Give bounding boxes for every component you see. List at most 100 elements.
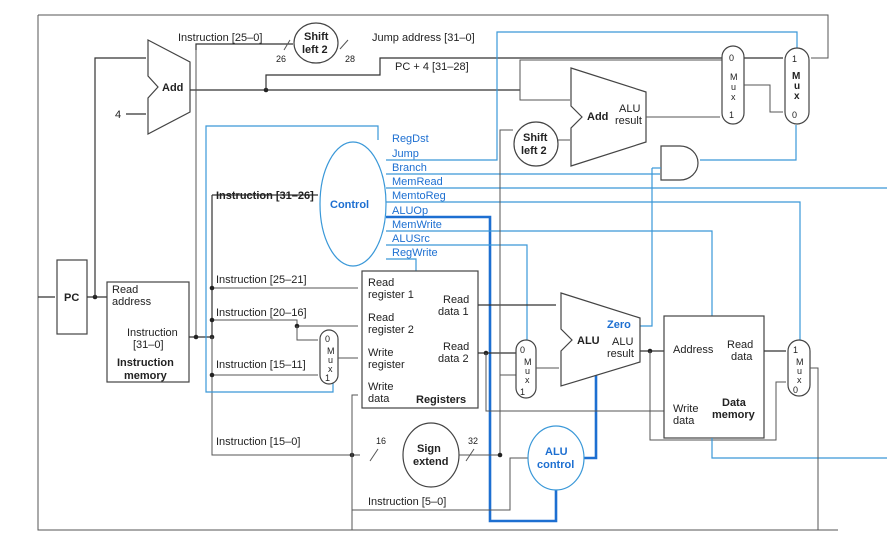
regwrite-signal-wire [386, 258, 417, 271]
instruction-memory [106, 281, 190, 383]
jmux-0: 0 [792, 110, 797, 120]
imem-title-l2: memory [124, 370, 168, 382]
jump-feedback-wire [38, 14, 829, 59]
jmux-l2: u [794, 81, 800, 92]
amux-l3: x [525, 375, 530, 385]
dmem-write-l1: Write [673, 403, 698, 415]
mmux-1: 1 [793, 345, 798, 355]
sig-memtoreg: MemtoReg [392, 190, 446, 202]
junction [209, 285, 215, 291]
sig-regwrite: RegWrite [392, 247, 438, 259]
alu-res-l2: result [607, 348, 634, 360]
junction [209, 372, 215, 378]
mmux-l1: M [796, 357, 804, 367]
mux-l2: u [328, 355, 333, 365]
alu-control-out-wire [584, 375, 598, 460]
pc4-label: PC + 4 [31–28] [395, 61, 469, 73]
rf-title: Registers [416, 394, 466, 406]
sign-in: 16 [376, 436, 386, 446]
sign-out: 32 [468, 436, 478, 446]
imem-read-l1: Read [112, 284, 138, 296]
shift-left-2-top [293, 22, 339, 64]
rf-wd-l1: Write [368, 381, 393, 393]
alu-label: ALU [577, 335, 600, 347]
sig-regdst: RegDst [392, 133, 429, 145]
sig-alusrc: ALUSrc [392, 233, 430, 245]
memwrite-signal-wire [386, 230, 713, 316]
regdst-signal-wire [205, 125, 379, 393]
shift-top-l2: left 2 [302, 44, 328, 56]
bmux-l3: x [731, 92, 736, 102]
shift-left-2-mid [513, 121, 559, 167]
bmux-l2: u [731, 82, 736, 92]
sign-out-wire [459, 374, 516, 456]
instr-15-0-label: Instruction [15–0] [216, 436, 300, 448]
shift-mid-l2: left 2 [521, 145, 547, 157]
data-memory [663, 315, 765, 439]
control-unit [319, 141, 387, 267]
instr-25-21-label: Instruction [25–21] [216, 274, 307, 286]
rt-to-mux-wire [296, 326, 318, 341]
dmem-title-l2: memory [712, 409, 756, 421]
shift-top-in: 26 [276, 54, 286, 64]
instr-20-16-wire [212, 319, 358, 327]
rf-rd2-l2: data 2 [438, 353, 469, 365]
rf-rd1-l2: data 1 [438, 306, 469, 318]
mux-1: 1 [325, 373, 330, 383]
amux-1: 1 [520, 387, 525, 397]
alusrc-mux [515, 339, 537, 399]
alu-result-bypass-wire [649, 351, 786, 441]
pc-register [56, 259, 88, 335]
bus-tick [339, 39, 349, 50]
rf-wr-l2: register [368, 359, 405, 371]
jump-signal-wire [386, 31, 798, 161]
amux-l1: M [524, 357, 532, 367]
memwrite-out-wire [711, 438, 887, 459]
alu-zero-label: Zero [607, 319, 631, 331]
sig-memwrite: MemWrite [392, 219, 442, 231]
rf-wd-l2: data [368, 393, 390, 405]
amux-l2: u [525, 366, 530, 376]
dmem-read-l2: data [731, 351, 753, 363]
outer-frame-wire [37, 15, 838, 531]
dmem-write-l2: data [673, 415, 695, 427]
aluop-signal-wire [386, 215, 558, 523]
mux-l1: M [327, 346, 335, 356]
pc-adder-label: Add [162, 82, 183, 94]
control-label: Control [330, 199, 369, 211]
instr-25-0-label: Instruction [25–0] [178, 32, 262, 44]
junction [209, 317, 215, 323]
sig-aluop: ALUOp [392, 205, 428, 217]
jmux-1: 1 [792, 54, 797, 64]
branch-adder [570, 67, 647, 167]
sig-memread: MemRead [392, 176, 443, 188]
branch-add-res-l2: result [615, 115, 642, 127]
sign-l2: extend [413, 456, 448, 468]
imem-instr-l1: Instruction [127, 327, 178, 339]
alu-res-l1: ALU [612, 336, 633, 348]
mmux-0: 0 [793, 385, 798, 395]
bmux-1: 1 [729, 110, 734, 120]
rf-wr-l1: Write [368, 347, 393, 359]
zero-wire [636, 168, 653, 327]
register-file [361, 270, 479, 409]
sig-branch: Branch [392, 162, 427, 174]
shift-top-out: 28 [345, 54, 355, 64]
branch-add-label: Add [587, 111, 608, 123]
alu-control [527, 425, 585, 491]
sig-jump: Jump [392, 148, 419, 160]
pc4-to-mux-wire [519, 59, 722, 90]
bus-tick [369, 448, 379, 462]
imem-title-l1: Instruction [117, 357, 174, 369]
jmux-l3: x [794, 91, 800, 102]
sign-l1: Sign [417, 443, 441, 455]
imem-read-l2: address [112, 296, 152, 308]
rf-rd1-l1: Read [443, 294, 469, 306]
instr-31-26-label: Instruction [31–26] [216, 190, 314, 202]
bus-tick [283, 39, 291, 51]
alusrc-signal-wire [386, 244, 528, 347]
aluctl-l2: control [537, 459, 574, 471]
read-data2-to-mem-wire [485, 353, 664, 412]
